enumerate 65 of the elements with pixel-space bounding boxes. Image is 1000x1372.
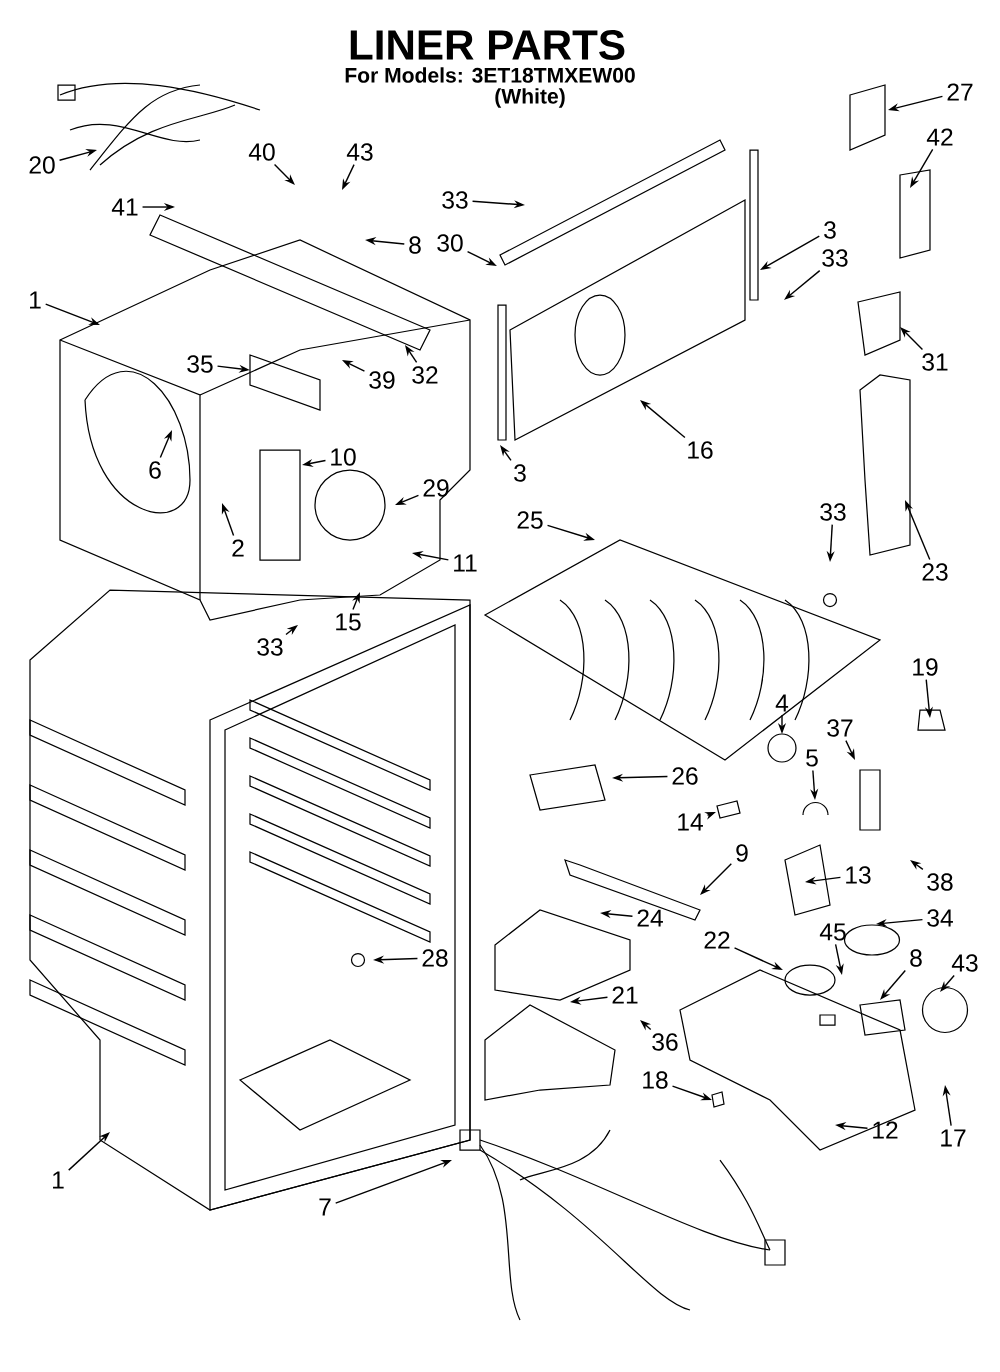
- callout-number: 36: [652, 1033, 678, 1051]
- callout-number: 33: [257, 638, 283, 656]
- callout-number: 15: [336, 613, 361, 631]
- callout-number: 33: [442, 191, 468, 209]
- callout-number: 41: [111, 198, 138, 216]
- leader-line: [640, 400, 686, 439]
- callout-number: 2: [232, 539, 244, 557]
- callout-number: 37: [827, 719, 853, 737]
- callout-number: 35: [187, 355, 213, 373]
- callout-number: 43: [346, 143, 373, 161]
- leader-line: [285, 625, 298, 636]
- callout-number: 8: [409, 236, 421, 254]
- callout-number: 38: [927, 873, 953, 891]
- callout-number: 30: [437, 234, 463, 252]
- callout-number: 9: [736, 844, 748, 862]
- callout-number: 20: [29, 156, 55, 174]
- callout-number: 16: [688, 441, 713, 459]
- callout-number: 27: [947, 83, 973, 101]
- subtitle: For Models: 3ET18TMXEW00: [345, 67, 635, 83]
- callout-number: 1: [30, 291, 41, 309]
- callout-number: 4: [775, 694, 789, 712]
- callout-number: 5: [806, 749, 818, 767]
- callout-number: 45: [819, 923, 846, 941]
- callout-number: 19: [913, 658, 938, 676]
- callout-number: 11: [454, 554, 477, 572]
- leader-line: [880, 969, 906, 1000]
- leader-line: [784, 269, 821, 300]
- callout-number: 24: [637, 909, 663, 927]
- leader-line: [640, 1020, 652, 1031]
- callout-number: 10: [331, 448, 356, 466]
- callout-number: 33: [820, 503, 846, 521]
- callout-number: 7: [319, 1198, 331, 1216]
- leader-line: [900, 327, 924, 351]
- subtitle: (White): [495, 88, 565, 108]
- leader-line: [910, 860, 924, 871]
- callout-number: 23: [922, 563, 948, 581]
- callout-number: 43: [951, 954, 978, 972]
- callout-number: 8: [910, 949, 922, 967]
- callout-number: 1: [53, 1171, 64, 1189]
- callout-number: 18: [643, 1071, 668, 1089]
- callout-number: 40: [248, 143, 275, 161]
- callout-number: 31: [922, 353, 948, 371]
- callout-number: 29: [423, 479, 449, 497]
- callout-number: 25: [517, 511, 543, 529]
- callout-number: 6: [149, 461, 161, 479]
- leader-line: [700, 863, 732, 895]
- callout-number: 39: [369, 371, 395, 389]
- callout-number: 3: [824, 221, 836, 239]
- callout-number: 12: [873, 1121, 898, 1139]
- callout-number: 17: [941, 1129, 966, 1147]
- callout-number: 21: [612, 986, 638, 1004]
- callout-number: 33: [822, 249, 848, 267]
- callout-number: 14: [678, 813, 703, 831]
- callout-number: 42: [926, 128, 953, 146]
- callout-number: 22: [704, 931, 730, 949]
- leader-line: [273, 163, 295, 185]
- callout-number: 28: [422, 949, 448, 967]
- callout-number: 34: [927, 909, 953, 927]
- leader-line: [940, 974, 955, 992]
- leader-line: [68, 1132, 110, 1171]
- title: LINER PARTS: [350, 30, 625, 60]
- callout-number: 32: [412, 366, 438, 384]
- callout-number: 26: [672, 767, 698, 785]
- callout-number: 3: [514, 464, 526, 482]
- callout-number: 13: [846, 866, 871, 884]
